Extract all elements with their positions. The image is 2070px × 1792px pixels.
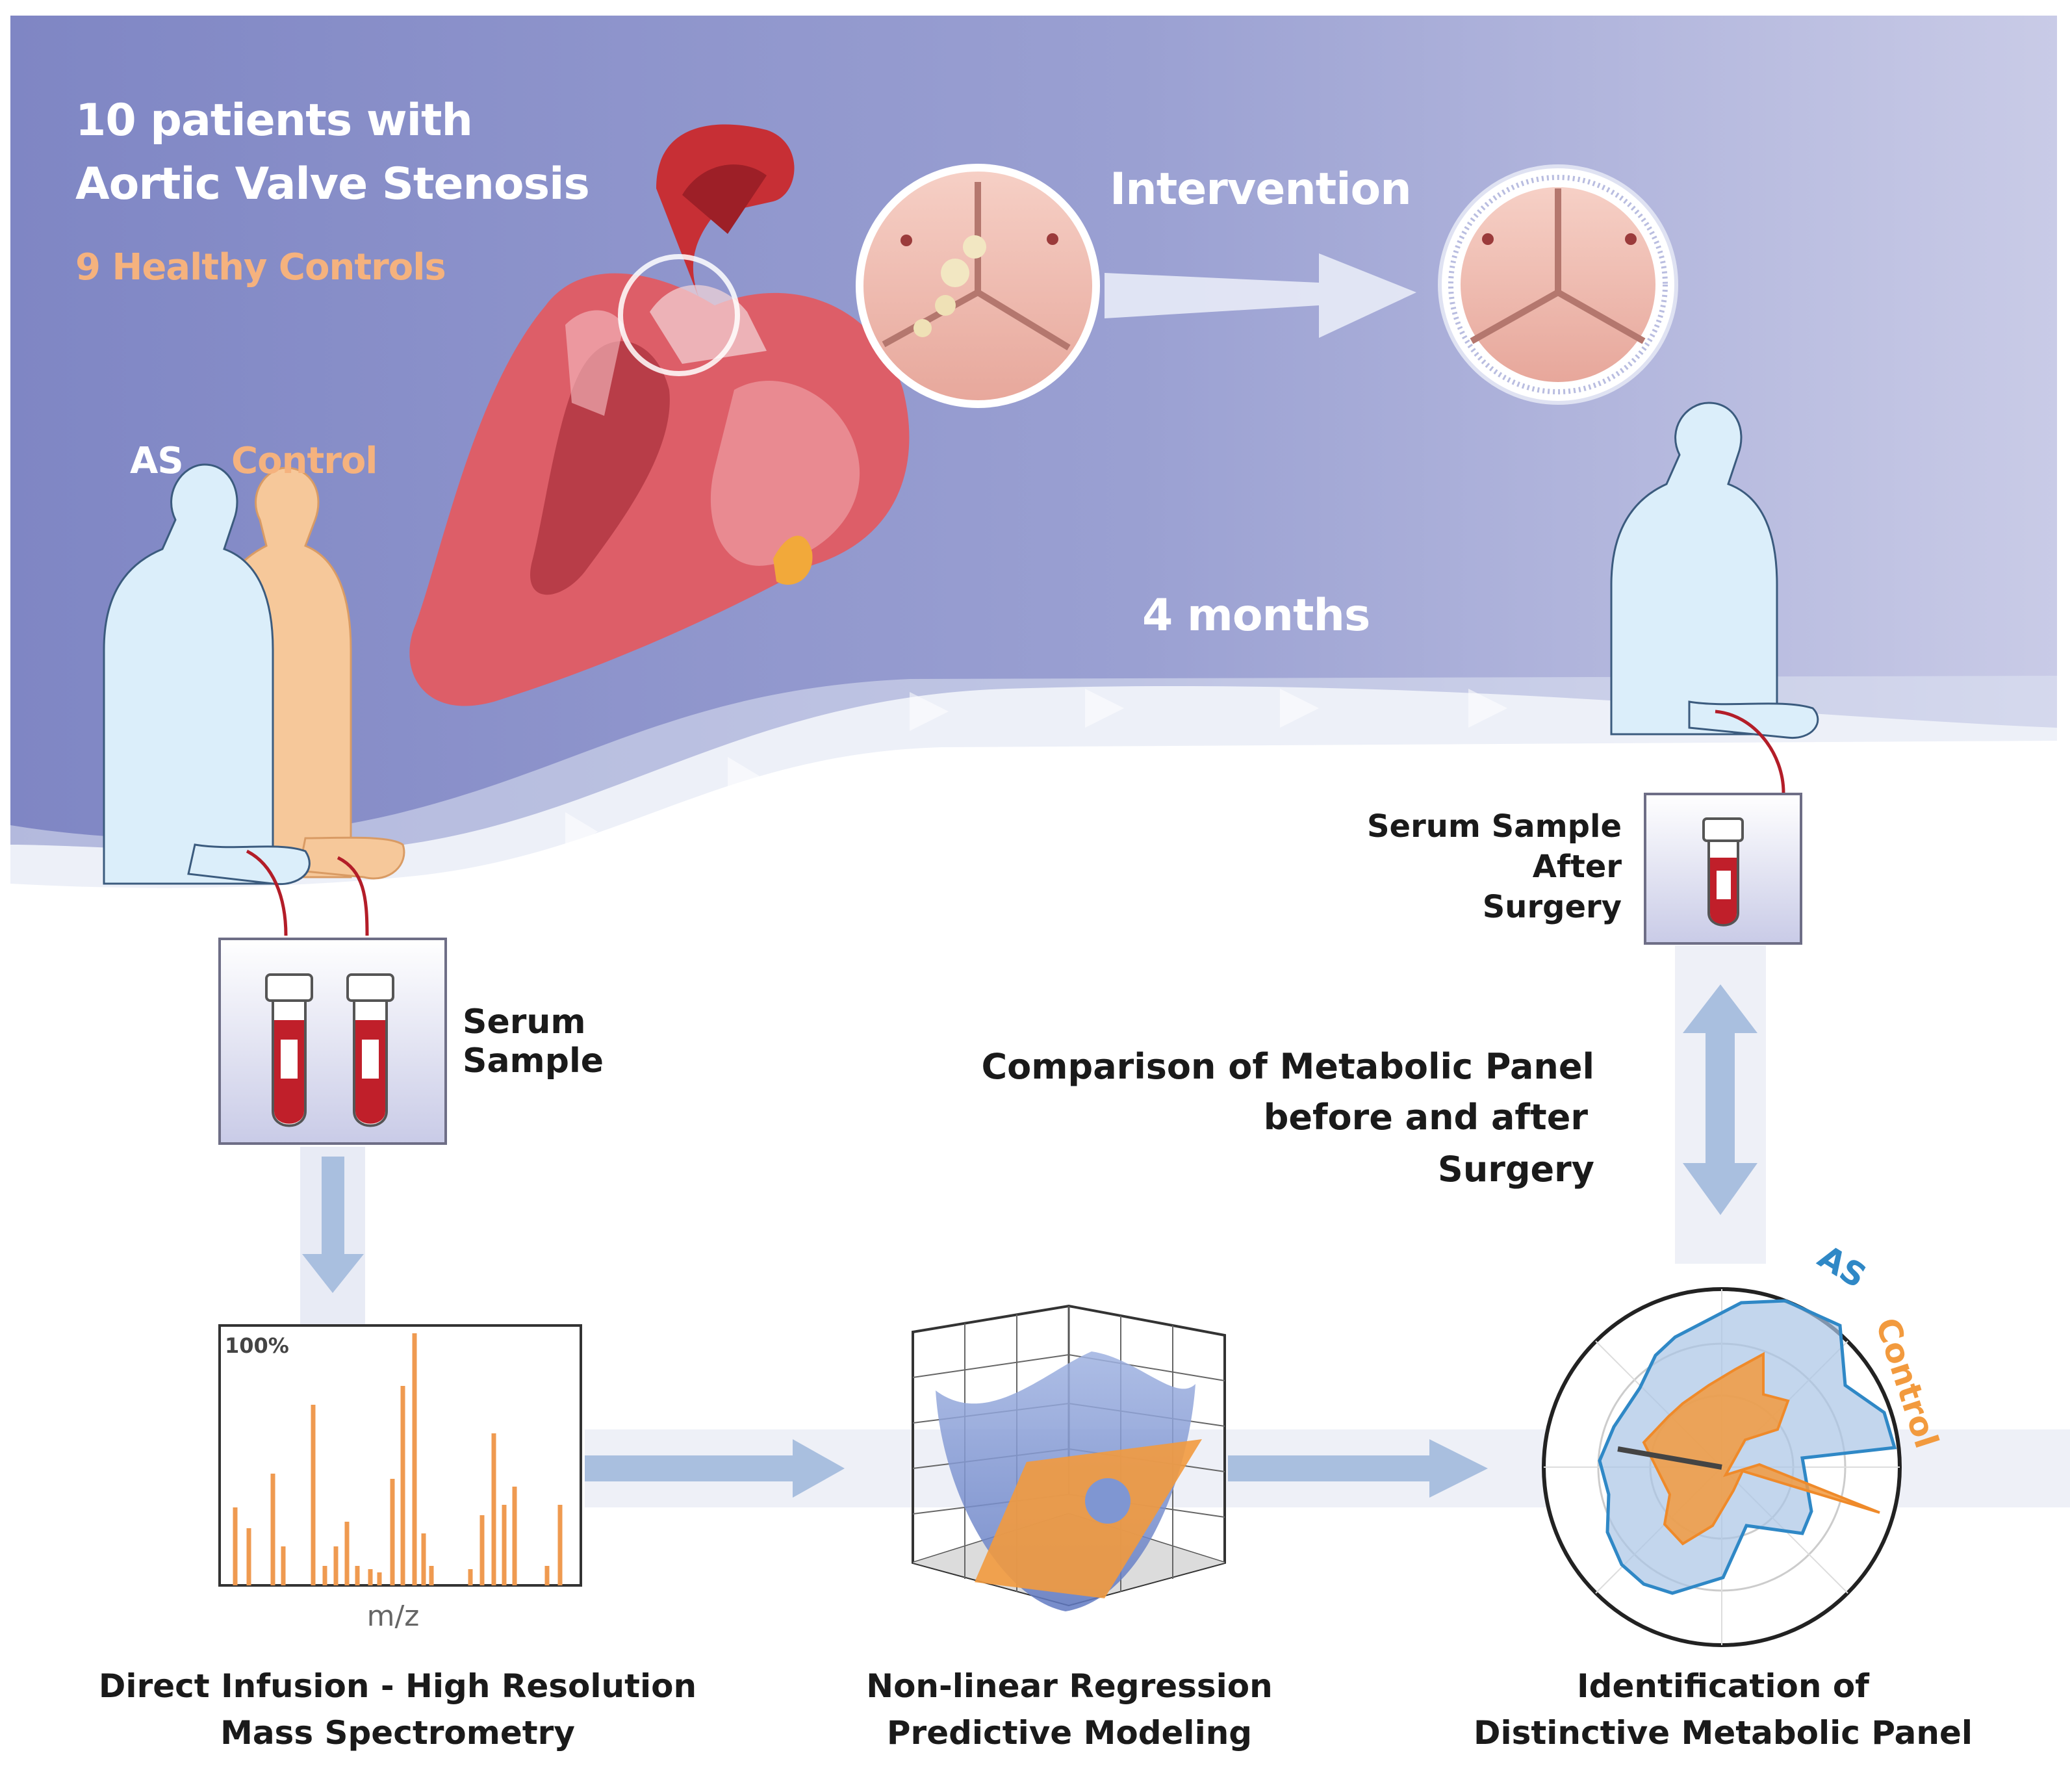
- duration-label: 4 months: [1142, 590, 1370, 641]
- stenotic-valve: [856, 164, 1100, 408]
- regression-model-graphic: [912, 1304, 1226, 1611]
- ms-step-label-line1: Direct Infusion - High Resolution: [99, 1667, 696, 1705]
- spectrum-xlabel: m/z: [367, 1600, 420, 1633]
- after-sample-label-line3: Surgery: [1483, 889, 1622, 925]
- serum-sample-box: [218, 938, 447, 1145]
- ms-step-label-line2: Mass Spectrometry: [220, 1714, 575, 1752]
- spectrum-max-label: 100%: [225, 1333, 289, 1358]
- intervention-label: Intervention: [1110, 164, 1411, 215]
- legend-control-label: Control: [231, 440, 377, 482]
- sample-tube-1: [265, 973, 313, 1127]
- model-step-label-line2: Predictive Modeling: [887, 1714, 1252, 1752]
- model-step-label-line1: Non-linear Regression: [866, 1667, 1273, 1705]
- serum-sample-label-line1: Serum: [463, 1003, 586, 1042]
- panel-step-label-line1: Identification of: [1577, 1667, 1870, 1705]
- mass-spectrum-chart: [218, 1324, 582, 1587]
- comparison-label-line1: Comparison of Metabolic Panel: [982, 1046, 1594, 1087]
- comparison-label-line3: Surgery: [1438, 1149, 1594, 1190]
- prosthetic-valve: [1438, 164, 1678, 405]
- sample-tube-2: [346, 973, 394, 1127]
- study-condition-label: Aortic Valve Stenosis: [75, 159, 589, 210]
- panel-step-label-line2: Distinctive Metabolic Panel: [1474, 1714, 1973, 1752]
- comparison-label-line2: before and after: [1264, 1097, 1589, 1138]
- spectrum-peaks: [233, 1333, 563, 1585]
- radar-as-label: AS: [1811, 1238, 1872, 1296]
- legend-as-label: AS: [130, 440, 183, 482]
- after-sample-label-line1: Serum Sample: [1367, 808, 1622, 845]
- time-chevrons: [565, 689, 1507, 851]
- serum-sample-label-line2: Sample: [463, 1042, 604, 1081]
- study-patients-label: 10 patients with: [75, 95, 472, 146]
- metabolic-radar-chart: [1542, 1287, 1902, 1647]
- study-controls-label: 9 Healthy Controls: [75, 246, 446, 288]
- control-profile-polygon: [1642, 1351, 1880, 1546]
- time-flow-strip: [10, 676, 2057, 888]
- blood-draw-lines: [246, 710, 1785, 936]
- intervention-arrow: [1105, 253, 1416, 338]
- after-sample-label-line2: After: [1533, 849, 1622, 885]
- post-surgery-sample-box: [1644, 793, 1802, 945]
- heart-illustration: [409, 124, 910, 706]
- as-person-figure: [103, 463, 311, 886]
